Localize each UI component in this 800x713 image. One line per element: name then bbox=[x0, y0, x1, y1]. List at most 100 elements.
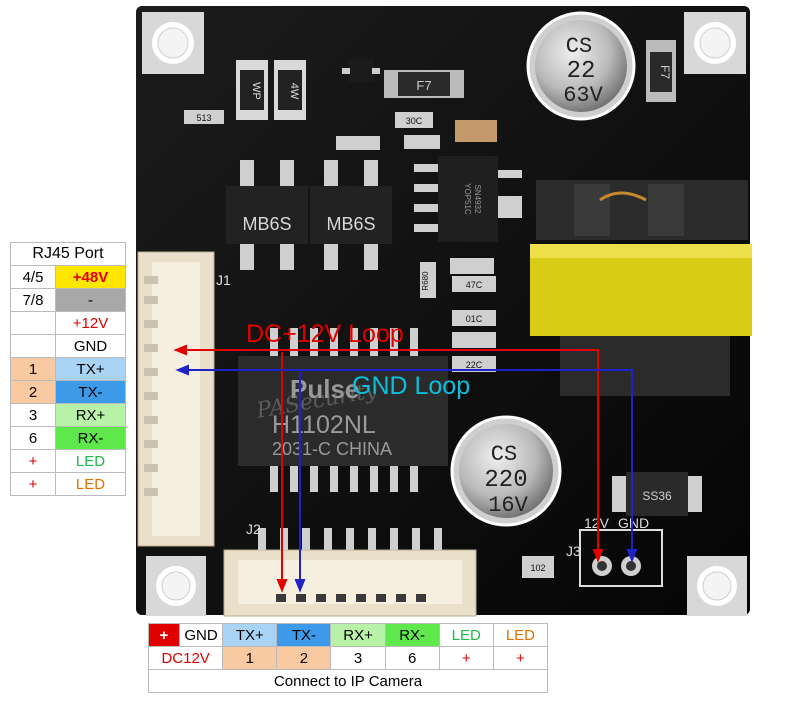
rj45-label: GND bbox=[55, 334, 126, 358]
cap-top-line3: 63V bbox=[563, 83, 603, 108]
mounting-hole-bl bbox=[146, 556, 206, 616]
camera-cell-rxp: RX+ bbox=[330, 623, 386, 647]
dc-loop-label: DC+12V Loop bbox=[246, 320, 404, 348]
rj45-pin: 3 bbox=[10, 403, 56, 427]
camera-cell-led2: LED bbox=[492, 623, 549, 647]
ethernet-transformer-chip: Pulse H1102NL 2031-C CHINA PASecurity bbox=[238, 328, 448, 492]
j1-label: J1 bbox=[216, 272, 231, 288]
smd-22c-label: 22C bbox=[466, 360, 483, 370]
smd-513-label: 513 bbox=[196, 113, 211, 123]
fuse-right-label: F7 bbox=[658, 65, 672, 79]
rj45-label: RX- bbox=[55, 426, 126, 450]
capacitor-22uf: CS 22 63V bbox=[526, 11, 636, 121]
bridge-rectifier-right: MB6S bbox=[310, 160, 392, 270]
rj45-label: +48V bbox=[55, 265, 126, 289]
rj45-header-row: RJ45 Port bbox=[10, 242, 126, 266]
camera-cell-plus1: + bbox=[438, 646, 494, 670]
capacitor-220uf: CS 220 16V bbox=[450, 415, 562, 527]
dc-loop-wire bbox=[173, 344, 604, 593]
rj45-row: + LED bbox=[10, 449, 126, 473]
ic-line1: SN4932 bbox=[473, 185, 482, 214]
rj45-row: 2 TX- bbox=[10, 380, 126, 404]
rj45-label: +12V bbox=[55, 311, 126, 335]
j1-connector: J1 bbox=[137, 251, 231, 547]
j2-label: J2 bbox=[246, 521, 261, 537]
j3-header: J3 12V GND bbox=[566, 515, 663, 587]
cap-bottom-line1: CS bbox=[491, 442, 517, 467]
smd-01c-label: 01C bbox=[466, 314, 483, 324]
rj45-header: RJ45 Port bbox=[10, 242, 126, 266]
chip-part: H1102NL bbox=[272, 411, 376, 439]
mounting-hole-tr bbox=[684, 12, 746, 74]
camera-cell-pin1: 1 bbox=[222, 646, 278, 670]
smd-4w-label: 4W bbox=[288, 83, 300, 100]
rj45-label: TX+ bbox=[55, 357, 126, 381]
rj45-pin: 7/8 bbox=[10, 288, 56, 312]
rj45-pin: + bbox=[10, 449, 56, 473]
camera-cell-pin6: 6 bbox=[384, 646, 440, 670]
bridge-rectifier-left: MB6S bbox=[226, 160, 308, 270]
rj45-pinout-table: RJ45 Port 4/5 +48V 7/8 - +12V GND 1 TX+ … bbox=[10, 242, 126, 496]
cap-bottom-line2: 220 bbox=[484, 467, 527, 494]
smd-wp-label: WP bbox=[250, 82, 262, 100]
rj45-label: - bbox=[55, 288, 126, 312]
camera-footer: Connect to IP Camera bbox=[148, 669, 548, 693]
camera-cell-rxn: RX- bbox=[384, 623, 440, 647]
camera-bottom-row: DC12V 1 2 3 6 + + bbox=[147, 646, 549, 670]
chip-date: 2031-C CHINA bbox=[272, 439, 392, 459]
smd-components-right: R680 47C 01C 22C bbox=[420, 258, 496, 372]
j2-connector: J2 bbox=[223, 521, 477, 617]
rj45-pin bbox=[10, 311, 56, 335]
rj45-row: 1 TX+ bbox=[10, 357, 126, 381]
rj45-label: LED bbox=[55, 449, 126, 473]
rj45-label: LED bbox=[55, 472, 126, 496]
camera-cell-plus2: + bbox=[492, 646, 549, 670]
camera-cell-txp: TX+ bbox=[222, 623, 278, 647]
rj45-pin: 4/5 bbox=[10, 265, 56, 289]
camera-cell-txn: TX- bbox=[276, 623, 332, 647]
rj45-pin: 1 bbox=[10, 357, 56, 381]
rj45-label: TX- bbox=[55, 380, 126, 404]
gnd-loop-wire bbox=[175, 364, 638, 593]
camera-cell-led1: LED bbox=[438, 623, 494, 647]
camera-cell-dc12v: DC12V bbox=[147, 646, 224, 670]
rj45-row: 4/5 +48V bbox=[10, 265, 126, 289]
smd-102 bbox=[522, 556, 554, 578]
smd-102-label: 102 bbox=[530, 563, 545, 573]
controller-ic: SN4932 YOP51C bbox=[414, 156, 522, 242]
cap-top-line2: 22 bbox=[567, 58, 596, 85]
rj45-row: + LED bbox=[10, 472, 126, 496]
ic-line2: YOP51C bbox=[463, 183, 472, 215]
smd-30c-label: 30C bbox=[406, 116, 423, 126]
smd-components-top: WP 4W F7 F7 513 30C bbox=[184, 40, 676, 150]
camera-cell-pin2: 2 bbox=[276, 646, 332, 670]
schottky-diode: SS36 bbox=[612, 472, 702, 516]
rj45-row: 6 RX- bbox=[10, 426, 126, 450]
rj45-row: 7/8 - bbox=[10, 288, 126, 312]
fuse-left-label: F7 bbox=[416, 78, 431, 93]
smd-r680-label: R680 bbox=[421, 271, 430, 291]
rj45-label: RX+ bbox=[55, 403, 126, 427]
j3-12v-label: 12V bbox=[584, 515, 610, 531]
rj45-pin bbox=[10, 334, 56, 358]
flyback-transformer bbox=[530, 180, 752, 396]
j3-gnd-label: GND bbox=[618, 515, 649, 531]
camera-pinout-table: + GND TX+ TX- RX+ RX- LED LED DC12V 1 2 … bbox=[147, 623, 549, 693]
rj45-row: 3 RX+ bbox=[10, 403, 126, 427]
bridge-right-label: MB6S bbox=[326, 214, 375, 234]
camera-footer-row: Connect to IP Camera bbox=[148, 669, 548, 693]
cap-bottom-line3: 16V bbox=[488, 493, 528, 518]
cap-top-line1: CS bbox=[566, 34, 592, 59]
camera-cell-pin3: 3 bbox=[330, 646, 386, 670]
smd-47c-label: 47C bbox=[466, 280, 483, 290]
camera-cell-plus: + bbox=[148, 623, 180, 647]
camera-cell-gnd: GND bbox=[178, 623, 224, 647]
bridge-left-label: MB6S bbox=[242, 214, 291, 234]
chip-brand: Pulse bbox=[290, 374, 359, 404]
mounting-hole-tl bbox=[142, 12, 204, 74]
mounting-hole-br bbox=[687, 556, 747, 616]
rj45-pin: + bbox=[10, 472, 56, 496]
gnd-loop-label: GND Loop bbox=[352, 372, 470, 400]
camera-top-row: + GND TX+ TX- RX+ RX- LED LED bbox=[148, 623, 549, 647]
